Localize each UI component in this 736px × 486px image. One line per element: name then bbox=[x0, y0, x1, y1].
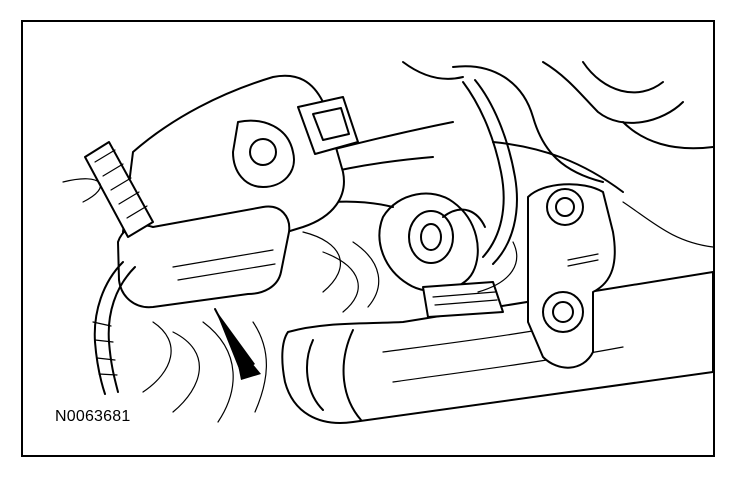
engine-component-line-drawing bbox=[62, 61, 713, 424]
figure-id-label: N0063681 bbox=[55, 408, 131, 425]
pigtail-wire bbox=[92, 261, 136, 395]
illustration-frame: N0063681 bbox=[21, 20, 715, 457]
upper-housing bbox=[402, 61, 713, 193]
surface-contours bbox=[62, 178, 713, 423]
mounting-bracket bbox=[527, 183, 616, 369]
callout-arrow bbox=[214, 308, 261, 380]
connector-lock-clip bbox=[84, 141, 154, 238]
electrical-connector bbox=[117, 74, 359, 309]
